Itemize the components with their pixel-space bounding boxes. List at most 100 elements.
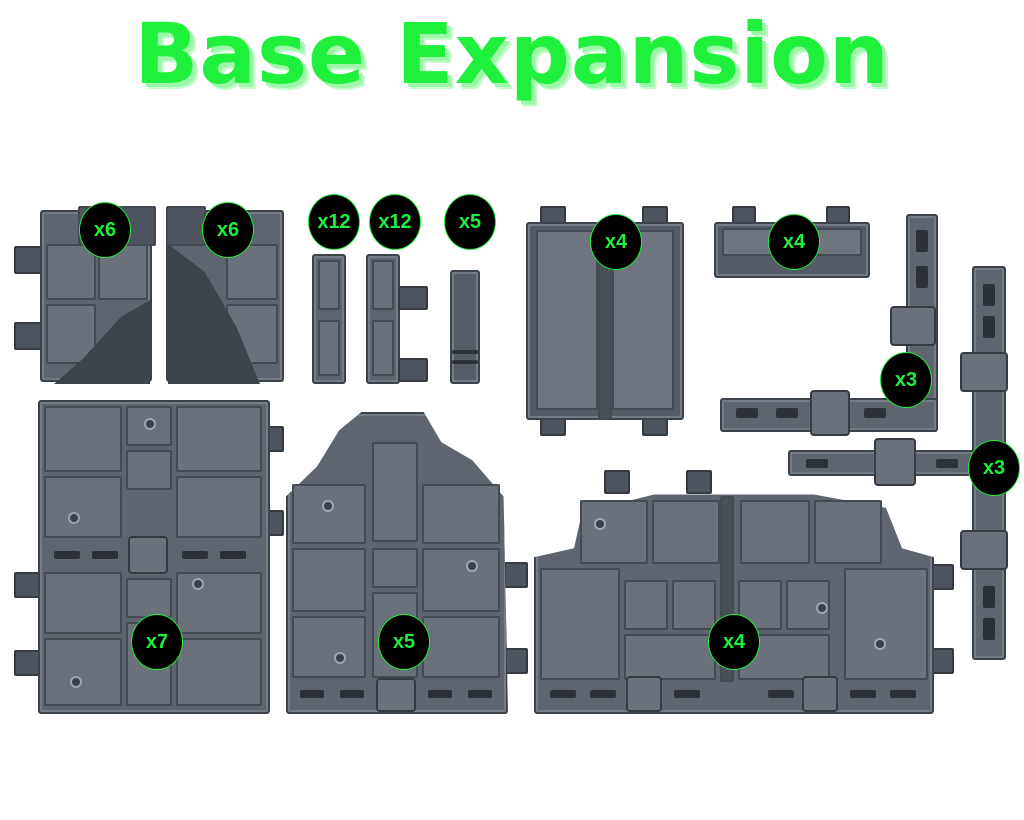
frame-connector <box>810 390 850 436</box>
floor-slab <box>176 406 262 472</box>
frame-slot <box>916 266 928 288</box>
floor-slab <box>176 638 262 706</box>
floor-slab <box>422 548 500 612</box>
floor-slab <box>176 572 262 634</box>
bullet-hole <box>594 518 606 530</box>
frame-slot <box>92 551 118 559</box>
count-badge: x6 <box>202 202 254 258</box>
floor-slab <box>844 568 928 680</box>
floor-slab <box>422 484 500 544</box>
frame-connector <box>626 676 662 712</box>
frame-connector <box>802 676 838 712</box>
floor-slab <box>44 406 122 472</box>
floor-slab <box>44 638 122 706</box>
bullet-hole <box>334 652 346 664</box>
frame-slot <box>768 690 794 698</box>
frame-slot <box>983 618 995 640</box>
pillar-piece <box>450 270 480 384</box>
wide-floor-piece <box>534 470 954 714</box>
bullet-hole <box>144 418 156 430</box>
count-badge: x3 <box>968 440 1020 496</box>
count-badge: x7 <box>131 614 183 670</box>
frame-slot <box>468 690 492 698</box>
floor-slab <box>422 616 500 678</box>
frame-slot <box>776 408 798 418</box>
count-badge: x5 <box>378 614 430 670</box>
frame-slot <box>590 690 616 698</box>
count-badge: x4 <box>768 214 820 270</box>
floor-slab <box>740 500 810 564</box>
floor-slab <box>672 580 716 630</box>
frame-slot <box>983 284 995 306</box>
bullet-hole <box>68 512 80 524</box>
frame-slot <box>916 230 928 252</box>
floor-slab <box>372 548 418 588</box>
wall-rail <box>166 206 206 246</box>
count-badge: x5 <box>444 194 496 250</box>
frame-slot <box>182 551 208 559</box>
count-badge: x12 <box>308 194 360 250</box>
frame-connector <box>960 352 1008 392</box>
count-badge: x4 <box>590 214 642 270</box>
corner-wall-right-piece <box>166 204 288 386</box>
floor-slab <box>652 500 720 564</box>
frame-connector <box>376 678 416 712</box>
floor-slab <box>624 634 716 680</box>
frame-slot <box>983 316 995 338</box>
strip-slab <box>372 260 394 310</box>
frame-slot <box>864 408 886 418</box>
floor-slab <box>292 616 366 678</box>
floor-slab <box>126 450 172 490</box>
pillar-body <box>450 270 480 384</box>
connector-tab <box>398 286 428 310</box>
frame-slot <box>220 551 246 559</box>
pillar-band <box>452 350 478 354</box>
frame-slot <box>550 690 576 698</box>
frame-slot <box>674 690 700 698</box>
frame-connector <box>874 438 916 486</box>
wall-strip-a-piece <box>312 254 346 384</box>
bullet-hole <box>816 602 828 614</box>
count-badge: x3 <box>880 352 932 408</box>
floor-slab <box>46 244 96 300</box>
connector-tab <box>14 246 44 274</box>
count-badge: x12 <box>369 194 421 250</box>
frame-slot <box>428 690 452 698</box>
frame-slot <box>736 408 758 418</box>
bullet-hole <box>466 560 478 572</box>
strip-slab <box>318 320 340 376</box>
bullet-hole <box>192 578 204 590</box>
floor-slab <box>44 572 122 634</box>
floor-slab <box>786 580 830 630</box>
frame-connector <box>960 530 1008 570</box>
frame-connector <box>128 536 168 574</box>
connector-tab <box>504 562 528 588</box>
floor-slab <box>292 548 366 612</box>
frame-slot <box>300 690 324 698</box>
bullet-hole <box>322 500 334 512</box>
floor-slab <box>738 580 782 630</box>
wall-face <box>536 230 598 410</box>
floor-slab <box>176 476 262 538</box>
wall-strip-b-piece <box>366 254 430 384</box>
strip-slab <box>372 320 394 376</box>
strip-slab <box>318 260 340 310</box>
ruined-floor-piece <box>286 412 530 714</box>
floor-slab <box>814 500 882 564</box>
frame-connector <box>890 306 936 346</box>
connector-tab <box>686 470 712 494</box>
connector-tab <box>504 648 528 674</box>
bullet-hole <box>70 676 82 688</box>
frame-slot <box>936 459 958 468</box>
pillar-band <box>452 360 478 364</box>
frame-slot <box>850 690 876 698</box>
floor-slab <box>44 476 122 538</box>
floor-slab <box>292 484 366 544</box>
floor-slab <box>580 500 648 564</box>
connector-tab <box>604 470 630 494</box>
frame-slot <box>983 586 995 608</box>
frame-slot <box>890 690 916 698</box>
page-title: Base Expansion <box>134 5 890 103</box>
connector-tab <box>398 358 428 382</box>
frame-slot <box>806 459 828 468</box>
